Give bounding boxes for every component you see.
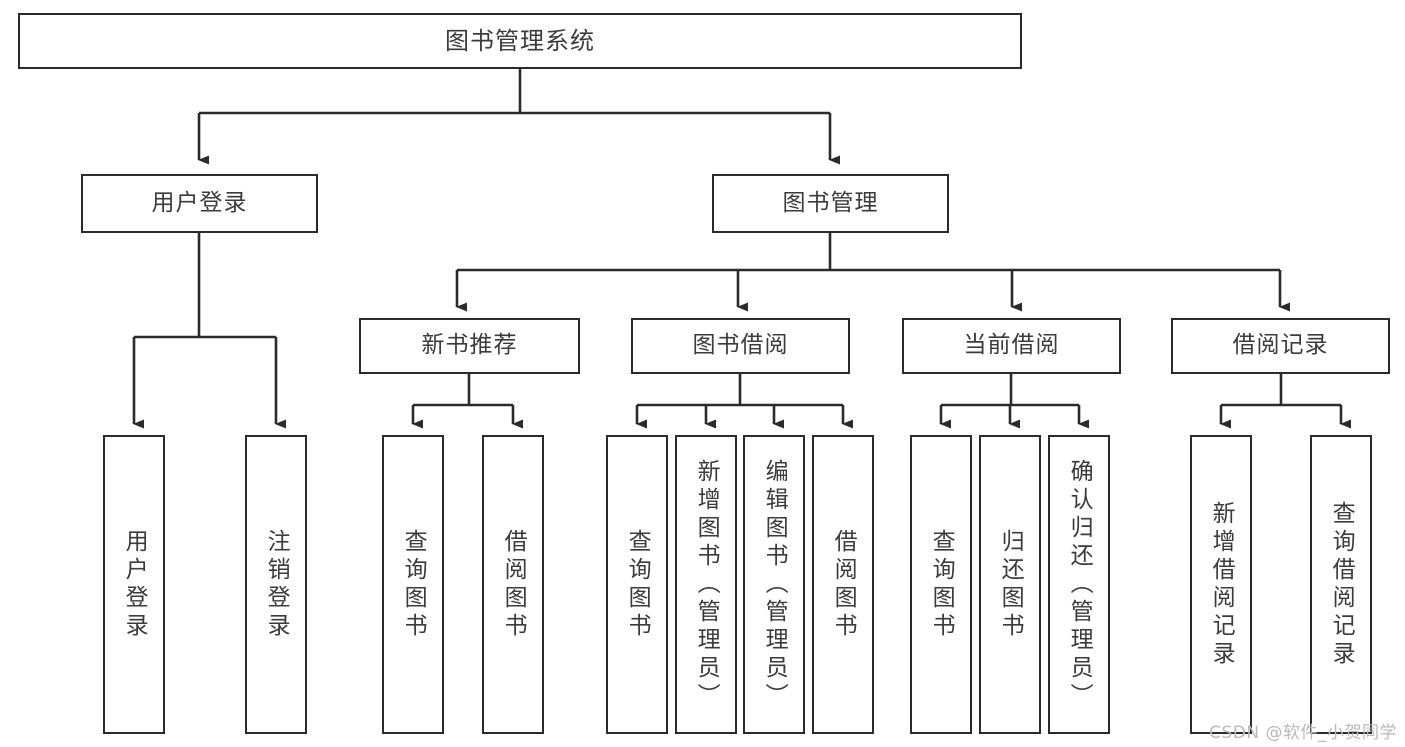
- leaf-edit-book-admin[interactable]: 编辑图书（管理员）: [743, 435, 805, 734]
- leaf-label: 编辑图书（管理员）: [761, 458, 788, 711]
- leaf-label: 注销登录: [263, 528, 290, 641]
- node-book-borrow[interactable]: 图书借阅: [631, 318, 850, 374]
- leaf-label: 用户登录: [121, 528, 148, 641]
- leaf-label: 查询图书: [400, 528, 427, 641]
- node-label: 图书管理: [782, 189, 879, 216]
- leaf-query-book-current[interactable]: 查询图书: [910, 435, 972, 734]
- leaf-label: 新增图书（管理员）: [693, 458, 720, 711]
- node-label: 当前借阅: [963, 332, 1060, 359]
- leaf-label: 归还图书: [997, 528, 1024, 641]
- node-borrow-record[interactable]: 借阅记录: [1171, 318, 1390, 374]
- node-user-login[interactable]: 用户登录: [81, 174, 318, 233]
- leaf-confirm-return-admin[interactable]: 确认归还（管理员）: [1048, 435, 1110, 734]
- node-label: 图书借阅: [692, 332, 789, 359]
- leaf-add-borrow-record[interactable]: 新增借阅记录: [1190, 435, 1252, 734]
- leaf-label: 新增借阅记录: [1208, 500, 1235, 669]
- node-new-book-recommend[interactable]: 新书推荐: [359, 318, 580, 374]
- leaf-borrow-book-newbook[interactable]: 借阅图书: [482, 435, 544, 734]
- node-label: 图书管理系统: [445, 26, 595, 55]
- leaf-label: 查询图书: [624, 528, 651, 641]
- leaf-user-login[interactable]: 用户登录: [103, 435, 165, 734]
- leaf-borrow-book[interactable]: 借阅图书: [812, 435, 874, 734]
- leaf-label: 查询借阅记录: [1328, 500, 1355, 669]
- node-book-management[interactable]: 图书管理: [712, 174, 949, 233]
- node-label: 新书推荐: [421, 332, 518, 359]
- leaf-query-book-newbook[interactable]: 查询图书: [382, 435, 444, 734]
- leaf-label: 借阅图书: [830, 528, 857, 641]
- leaf-label: 查询图书: [928, 528, 955, 641]
- leaf-return-book[interactable]: 归还图书: [979, 435, 1041, 734]
- leaf-logout[interactable]: 注销登录: [245, 435, 307, 734]
- node-current-borrow[interactable]: 当前借阅: [902, 318, 1121, 374]
- node-root-book-management-system[interactable]: 图书管理系统: [18, 13, 1022, 69]
- leaf-add-book-admin[interactable]: 新增图书（管理员）: [675, 435, 737, 734]
- leaf-query-book-borrow[interactable]: 查询图书: [606, 435, 668, 734]
- csdn-watermark: CSDN @软件_小贺同学: [1209, 723, 1397, 743]
- node-label: 借阅记录: [1232, 332, 1329, 359]
- leaf-label: 借阅图书: [500, 528, 527, 641]
- node-label: 用户登录: [151, 189, 248, 216]
- leaf-label: 确认归还（管理员）: [1066, 458, 1093, 711]
- leaf-query-borrow-record[interactable]: 查询借阅记录: [1310, 435, 1372, 734]
